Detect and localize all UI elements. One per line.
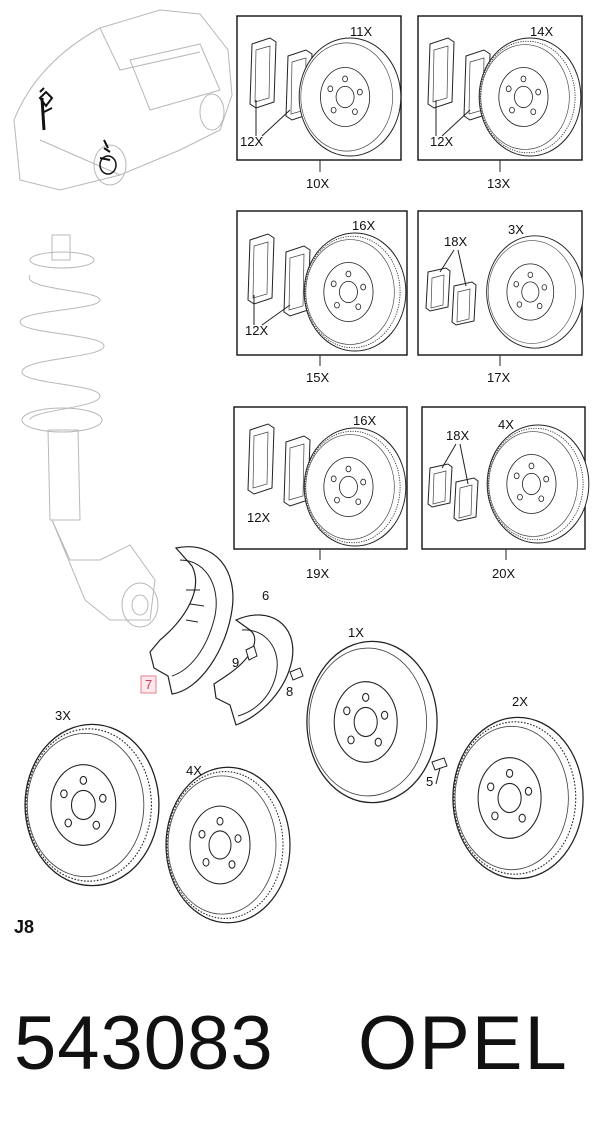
bolt-9[interactable] xyxy=(245,645,258,661)
strut-assembly xyxy=(19,234,159,628)
kit-label: 10X xyxy=(306,176,329,191)
disc-2x[interactable] xyxy=(452,716,584,880)
kit-label: 13X xyxy=(487,176,510,191)
part-label-4x: 4X xyxy=(186,763,202,778)
bolt-8[interactable] xyxy=(289,667,304,681)
pad-label: 12X xyxy=(245,323,268,338)
page-code: J8 xyxy=(14,917,35,937)
pad-label: 12X xyxy=(240,134,263,149)
pad-label: 18X xyxy=(444,234,467,249)
kit-box-3[interactable]: 16X 12X 15X xyxy=(236,210,408,385)
part-label-7: 7 xyxy=(145,677,152,692)
disc-label: 11X xyxy=(350,24,372,39)
pad-label: 12X xyxy=(430,134,453,149)
part-label-5: 5 xyxy=(426,774,433,789)
kit-box-5[interactable]: 16X 12X 19X xyxy=(233,406,408,581)
part-label-7-highlight[interactable]: 7 xyxy=(140,675,157,694)
disc-3x[interactable] xyxy=(24,723,160,887)
kit-label: 15X xyxy=(306,370,329,385)
part-label-6: 6 xyxy=(262,588,269,603)
brand-name: OPEL xyxy=(358,1001,569,1086)
car-illustration xyxy=(13,9,233,191)
pad-label: 18X xyxy=(446,428,469,443)
bolt-5[interactable] xyxy=(431,757,448,785)
disc-label: 14X xyxy=(530,24,553,39)
pad-label: 12X xyxy=(247,510,270,525)
part-label-9: 9 xyxy=(232,655,239,670)
kit-label: 19X xyxy=(306,566,329,581)
kit-box-6[interactable]: 4X 18X 20X xyxy=(421,406,590,581)
disc-label: 3X xyxy=(508,222,524,237)
kit-label: 20X xyxy=(492,566,515,581)
kit-box-1[interactable]: 11X 12X 10X xyxy=(236,15,402,191)
part-label-8: 8 xyxy=(286,684,293,699)
part-label-2x: 2X xyxy=(512,694,528,709)
part-label-3x: 3X xyxy=(55,708,71,723)
disc-label: 16X xyxy=(352,218,375,233)
disc-4x[interactable] xyxy=(165,766,291,924)
splash-shield-left[interactable] xyxy=(149,546,234,695)
kit-label: 17X xyxy=(487,370,510,385)
disc-label: 4X xyxy=(498,417,514,432)
kit-box-2[interactable]: 14X 12X 13X xyxy=(417,15,583,191)
kit-box-4[interactable]: 3X 18X 17X xyxy=(417,210,584,385)
part-label-1x: 1X xyxy=(348,625,364,640)
disc-label: 16X xyxy=(353,413,376,428)
disc-1x[interactable] xyxy=(306,640,438,804)
part-number: 543083 xyxy=(14,1001,274,1086)
